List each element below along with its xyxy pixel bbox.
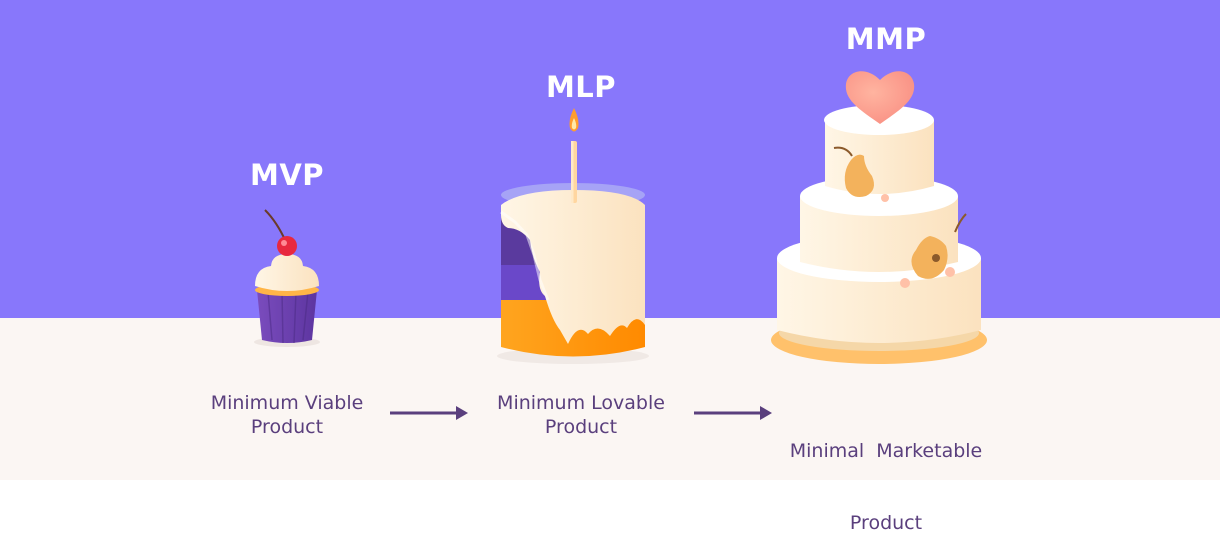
pear-icon bbox=[833, 146, 967, 288]
stage-label-line2: Product bbox=[849, 512, 923, 534]
layered-cake-icon bbox=[497, 108, 649, 364]
stage-label-mvp: Minimum Viable Product bbox=[177, 391, 397, 439]
cupcake-icon bbox=[254, 209, 320, 347]
wedding-cake-icon bbox=[771, 71, 987, 364]
heart-icon bbox=[845, 71, 915, 124]
stage-label-mmp: Minimal Marketable Product bbox=[776, 391, 996, 559]
stage-title-mmp: MMP bbox=[845, 22, 927, 56]
stage-label-line1: Minimum Lovable bbox=[497, 392, 665, 414]
stage-title-mlp: MLP bbox=[545, 70, 617, 104]
stage-label-mlp: Minimum Lovable Product bbox=[471, 391, 691, 439]
arrow-right-icon bbox=[390, 406, 468, 420]
arrow-right-icon bbox=[694, 406, 772, 420]
stage-title-mvp: MVP bbox=[249, 158, 325, 192]
candle-icon bbox=[569, 108, 579, 203]
stage-label-line2: Product bbox=[250, 416, 324, 438]
stage-label-line1: Minimal Marketable bbox=[789, 440, 983, 462]
stage-label-line1: Minimum Viable bbox=[210, 392, 364, 414]
cherry-icon bbox=[264, 209, 297, 256]
illustration bbox=[254, 71, 987, 420]
stage-label-line2: Product bbox=[544, 416, 618, 438]
